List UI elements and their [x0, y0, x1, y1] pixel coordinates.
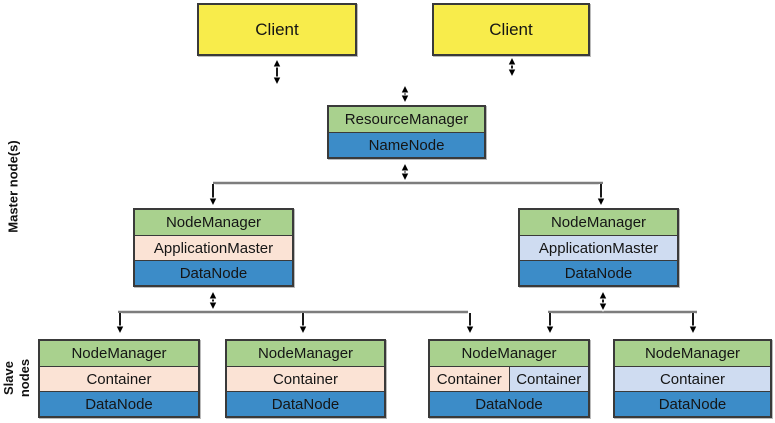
resourcemanager-row: ResourceManager [329, 107, 484, 132]
nodemanager-row: NodeManager [430, 341, 588, 366]
slave-label-line2: nodes [17, 358, 32, 398]
container-row: Container [615, 366, 770, 391]
slave-node-box-2: NodeManager Container DataNode [225, 339, 386, 418]
container-row: Container [40, 366, 198, 391]
slave-node-box-4: NodeManager Container DataNode [613, 339, 772, 418]
applicationmaster-row: ApplicationMaster [135, 235, 292, 260]
datanode-row: DataNode [227, 391, 384, 416]
container-cell-left: Container [430, 367, 510, 391]
worker-node-box-right: NodeManager ApplicationMaster DataNode [518, 208, 679, 287]
container-split-row: Container Container [430, 366, 588, 391]
slave-nodes-label: Slave nodes [1, 333, 33, 423]
worker-node-box-left: NodeManager ApplicationMaster DataNode [133, 208, 294, 287]
client-box-1: Client [197, 3, 357, 56]
container-row: Container [227, 366, 384, 391]
slave-node-box-3: NodeManager Container Container DataNode [428, 339, 590, 418]
datanode-row: DataNode [135, 260, 292, 285]
namenode-row: NameNode [329, 132, 484, 157]
datanode-row: DataNode [615, 391, 770, 416]
datanode-row: DataNode [430, 391, 588, 416]
master-nodes-label: Master node(s) [5, 140, 21, 233]
applicationmaster-row: ApplicationMaster [520, 235, 677, 260]
nodemanager-row: NodeManager [615, 341, 770, 366]
nodemanager-row: NodeManager [40, 341, 198, 366]
slave-node-box-1: NodeManager Container DataNode [38, 339, 200, 418]
slave-label-line1: Slave [1, 361, 16, 395]
nodemanager-row: NodeManager [135, 210, 292, 235]
nodemanager-row: NodeManager [227, 341, 384, 366]
nodemanager-row: NodeManager [520, 210, 677, 235]
container-cell-right: Container [509, 367, 588, 391]
datanode-row: DataNode [520, 260, 677, 285]
resourcemanager-namenode-box: ResourceManager NameNode [327, 105, 486, 159]
client-box-2: Client [432, 3, 590, 56]
datanode-row: DataNode [40, 391, 198, 416]
